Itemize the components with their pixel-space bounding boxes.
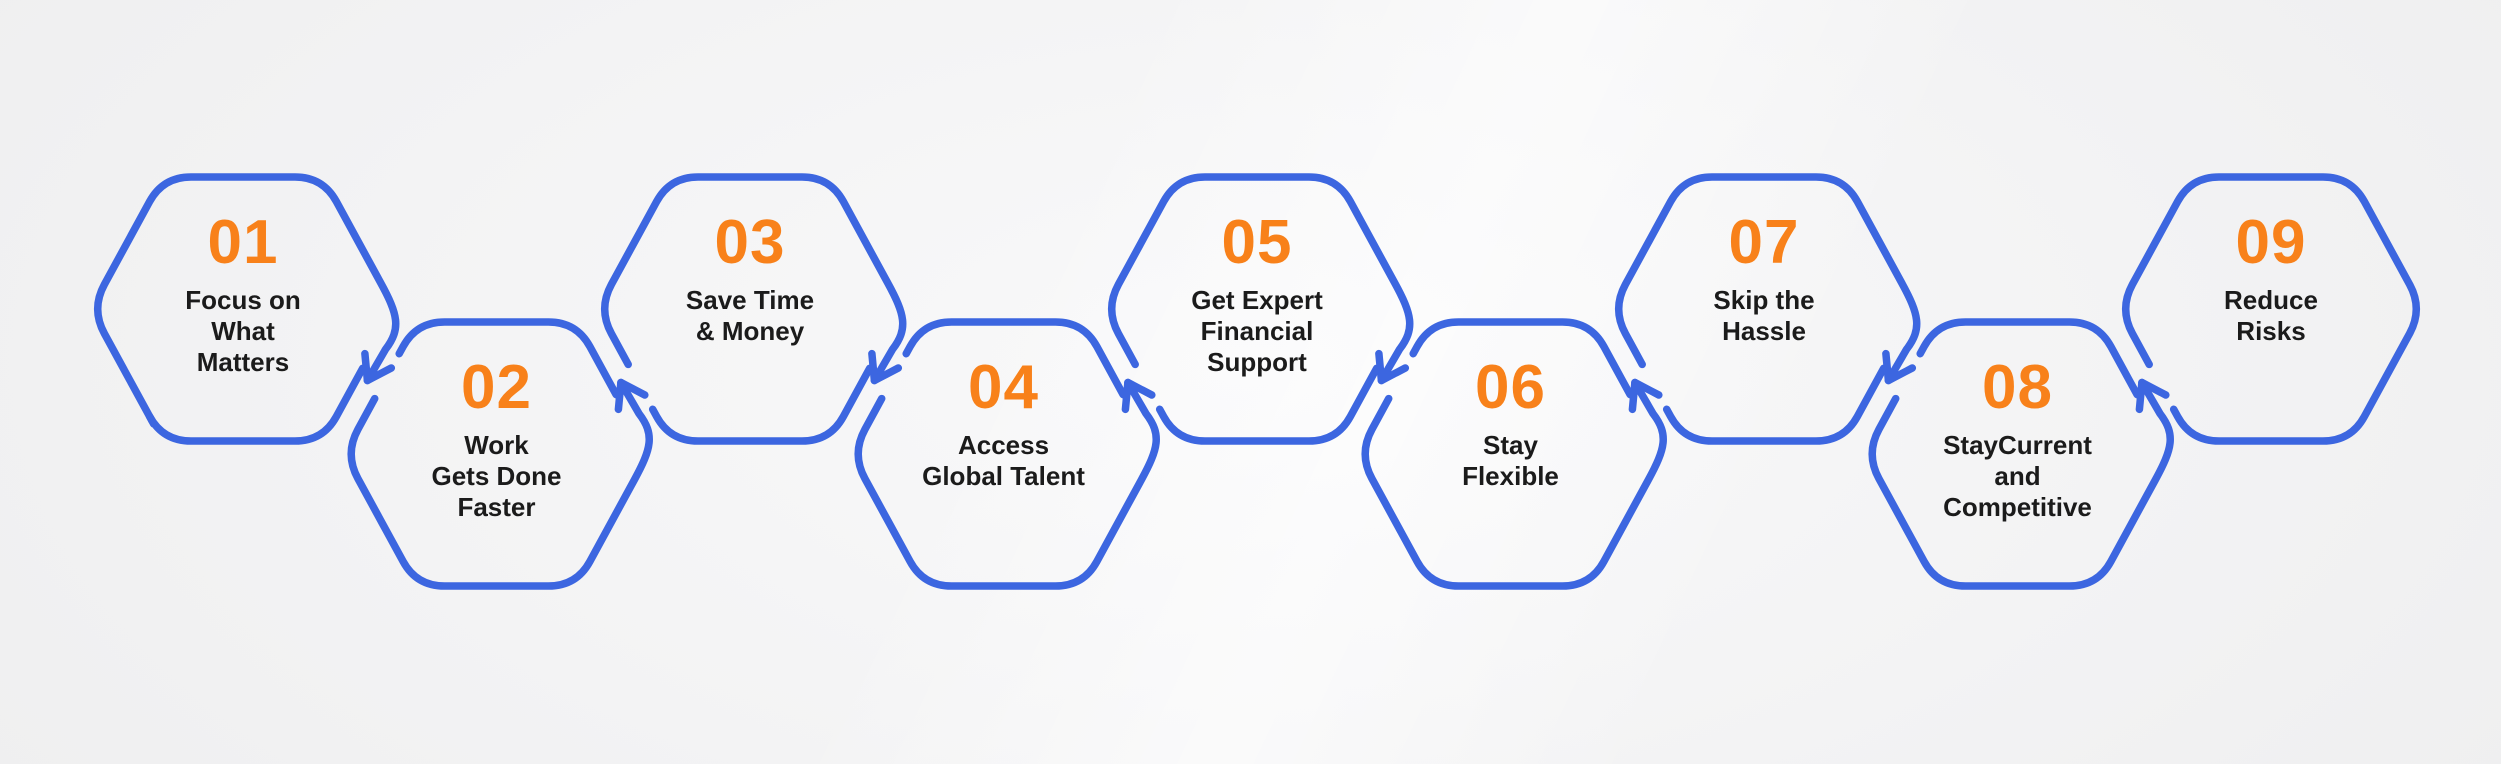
hexagon-outline-stub <box>902 318 1127 399</box>
hexagon-outline <box>93 173 400 425</box>
hexagon-outline-stub <box>1916 318 2141 399</box>
hexagon-09 <box>2121 173 2421 445</box>
hexagon-outline <box>1361 378 1667 590</box>
hexagon-outline-stub <box>1155 364 1381 445</box>
flow-arrow-head-icon <box>1375 349 1410 385</box>
hexagon-outline <box>2121 173 2421 445</box>
hexagon-06 <box>1361 318 1667 590</box>
hexagon-outline <box>600 173 907 385</box>
hexagon-05 <box>1107 173 1414 445</box>
hexagon-02 <box>347 318 653 590</box>
hexagon-outline-stub <box>648 364 874 445</box>
hexagon-08 <box>1868 318 2174 590</box>
hexagon-outline <box>347 378 653 590</box>
flow-arrow-head-icon <box>1628 378 1663 414</box>
hexagon-outline <box>854 378 1160 590</box>
hexagon-outline <box>1107 173 1414 385</box>
flow-arrow-head-icon <box>361 349 396 385</box>
hexagon-04 <box>854 318 1160 590</box>
hexagon-01 <box>93 173 400 445</box>
flow-arrow-head-icon <box>614 378 649 414</box>
hexagon-07 <box>1614 173 1921 445</box>
hexagon-outline-stub <box>1662 364 1888 445</box>
flow-arrow-head-icon <box>2135 378 2170 414</box>
hexagon-outline-stub <box>145 364 367 445</box>
hexagon-03 <box>600 173 907 445</box>
hexagon-outline-stub <box>395 318 620 399</box>
hexagon-outline <box>1868 378 2174 590</box>
hexagon-outline-stub <box>1409 318 1634 399</box>
hexagon-outline <box>1614 173 1921 385</box>
flow-arrow-head-icon <box>1121 378 1156 414</box>
flow-arrow-head-icon <box>1882 349 1917 385</box>
flow-arrow-head-icon <box>868 349 903 385</box>
